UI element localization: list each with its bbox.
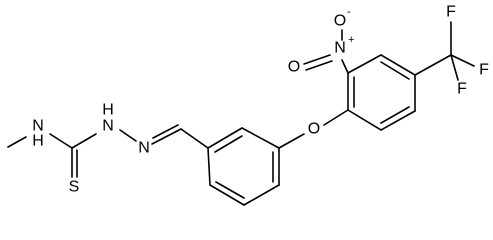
- bond-ch-ring: [180, 128, 209, 149]
- bonds: [7, 21, 475, 206]
- bond-ring-nitro: [341, 59, 349, 74]
- ring-a-bond-4: [243, 184, 280, 206]
- bond-o-ring: [323, 109, 349, 126]
- bond-nh-n: [119, 129, 137, 142]
- bond-n-ch-double: [152, 124, 179, 139]
- bond-n-o-left-double: [305, 60, 333, 71]
- bond-n-o-left: [303, 54, 331, 65]
- atom-f-top: F: [446, 4, 456, 21]
- atom-labels: N H N H N S O N + O - O F F F: [32, 4, 489, 196]
- atom-o-nitro-top: O: [334, 13, 346, 30]
- bond-c-f-right: [450, 54, 475, 67]
- ring-b-bond-3: [380, 54, 416, 76]
- ring-b-bond-2: [347, 54, 382, 74]
- atom-o-ether: O: [308, 121, 320, 138]
- ring-b-double-3: [380, 106, 410, 124]
- charge-o-nitro-top: -: [347, 6, 351, 18]
- atom-o-nitro-left: O: [288, 59, 300, 76]
- ring-a-bond-5: [209, 184, 245, 206]
- bond-c-f-bottom: [450, 54, 459, 81]
- ring-b-double-2: [380, 61, 410, 80]
- bond-nh-c: [49, 133, 73, 149]
- ring-b-bond-5: [380, 110, 416, 131]
- bond-ring-o: [278, 133, 305, 149]
- bond-ring-cf3: [414, 54, 452, 76]
- ring-a-bond-6: [207, 147, 211, 186]
- ring-a-double-3: [215, 181, 245, 199]
- atom-n-hydrazine: N: [102, 118, 114, 135]
- atom-n-imine: N: [138, 140, 150, 157]
- bond-n-ch: [151, 128, 182, 145]
- chemical-structure: N H N H N S O N + O - O F F F: [7, 4, 489, 206]
- atom-h-methyl: H: [32, 133, 44, 150]
- atom-n-nitro: N: [334, 40, 346, 57]
- ring-a-bond-2: [241, 127, 280, 149]
- ring-b-bond-6: [347, 109, 382, 131]
- charge-n-nitro: +: [348, 34, 354, 46]
- atom-n-methyl: N: [32, 118, 44, 135]
- bond-methyl-nh: [7, 136, 27, 148]
- ring-a-double-1: [214, 135, 243, 153]
- ring-a-bond-1: [207, 127, 243, 149]
- atom-s-thio: S: [69, 179, 80, 196]
- atom-h-hydrazine: H: [102, 102, 114, 119]
- atom-f-bottom: F: [457, 81, 467, 98]
- bond-c-nh: [71, 133, 97, 149]
- atom-f-right: F: [479, 62, 489, 79]
